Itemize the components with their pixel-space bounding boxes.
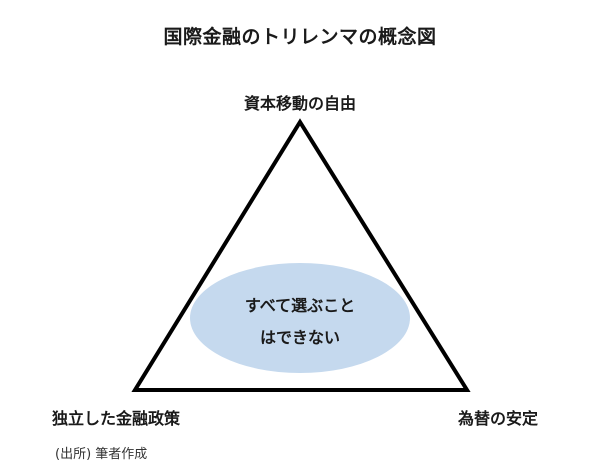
vertex-capital-mobility: 資本移動の自由 [243, 94, 356, 113]
center-message-line1: すべて選ぶこと [244, 296, 356, 315]
center-message: すべて選ぶこと はできない [190, 290, 410, 354]
vertex-exchange-stability: 為替の安定 [457, 409, 538, 428]
vertex-monetary-policy: 独立した金融政策 [52, 409, 181, 428]
center-ellipse [190, 263, 410, 373]
trilemma-triangle [131, 118, 471, 392]
figure-title: 国際金融のトリレンマの概念図 [163, 26, 437, 48]
center-message-line2: はできない [259, 328, 340, 347]
source-note: (出所) 筆者作成 [55, 447, 148, 462]
